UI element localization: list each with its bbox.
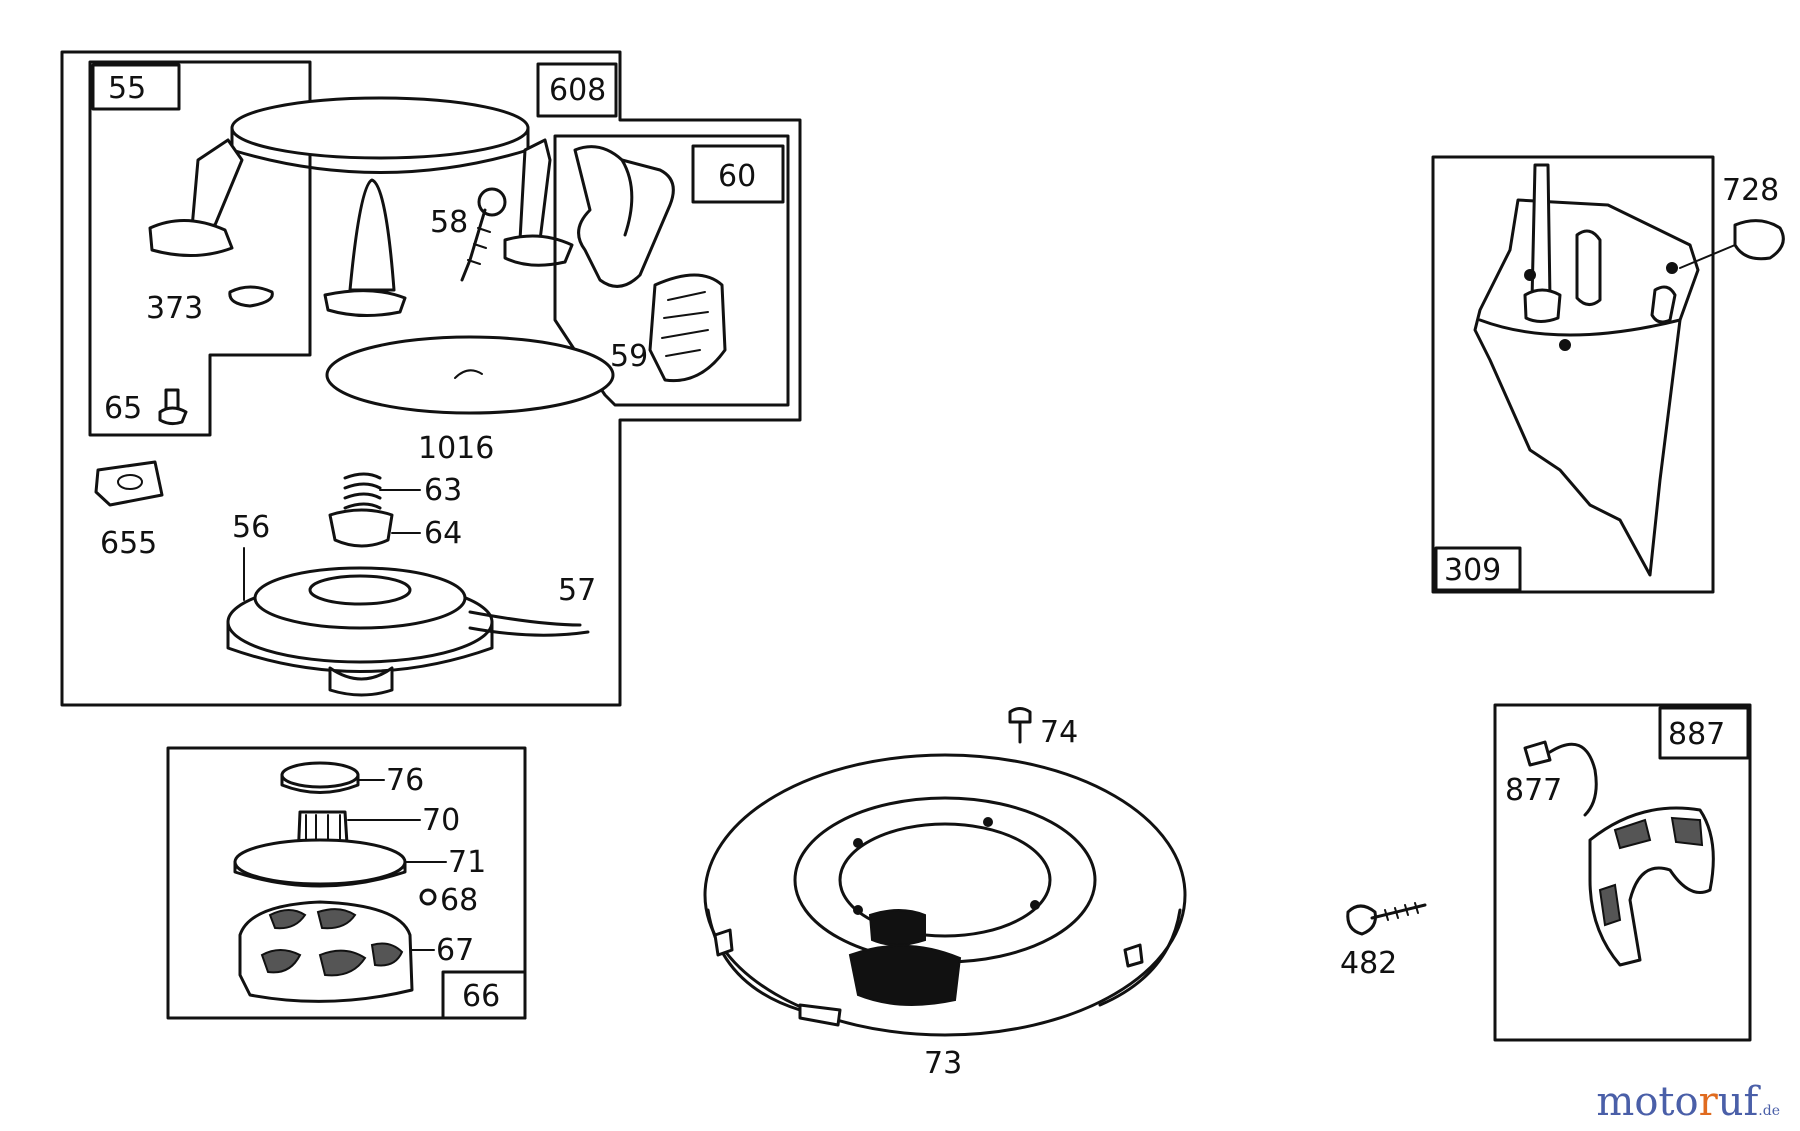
part-877-label: 877 [1505, 773, 1562, 808]
part-73-label: 73 [924, 1046, 962, 1081]
box-60-tag [691, 144, 785, 204]
part-70-label: 70 [422, 803, 460, 838]
part-59-label: 59 [610, 339, 648, 374]
ball-68 [419, 888, 437, 906]
box-309-outline [1431, 155, 1715, 594]
clip-728 [1679, 219, 1785, 269]
screw-482 [1346, 902, 1427, 936]
part-58-label: 58 [430, 205, 468, 240]
screen-73 [703, 753, 1187, 1037]
part-63-label: 63 [424, 473, 462, 508]
group-309: 309 [1431, 155, 1715, 594]
plate-71 [233, 838, 407, 888]
box-608-label: 608 [549, 73, 606, 108]
screw-74 [1008, 707, 1032, 744]
wire-877 [1523, 740, 1598, 817]
motoruf-watermark: motoruf.de [1596, 1079, 1780, 1125]
washer-76 [280, 761, 360, 794]
plate-1016 [325, 335, 615, 415]
part-56-label: 56 [232, 510, 270, 545]
box-608-tag [536, 62, 618, 118]
box-66-label: 66 [462, 979, 500, 1014]
box-55-label: 55 [108, 71, 146, 106]
spring-63 [343, 472, 382, 510]
box-608-outline [60, 50, 802, 707]
pulley-59 [648, 273, 727, 383]
part-728-label: 728 [1722, 173, 1779, 208]
blower-housing [148, 96, 574, 318]
baffle-309 [1473, 163, 1700, 577]
box-55-tag [91, 63, 181, 111]
box-887-label: 887 [1668, 717, 1725, 752]
part-482-label: 482 [1340, 946, 1397, 981]
part-373-label: 373 [146, 291, 203, 326]
box-309-tag [1434, 546, 1522, 592]
spring-58 [460, 187, 507, 282]
handle-60 [573, 145, 675, 288]
part-655-label: 655 [100, 526, 157, 561]
armature-887 [1588, 806, 1715, 967]
box-887-outline [1493, 703, 1752, 1042]
part-67-label: 67 [436, 933, 474, 968]
box-887-tag [1658, 706, 1750, 760]
group-608: 608 55 58 373 65 [60, 50, 802, 707]
part-64-label: 64 [424, 516, 462, 551]
part-71-label: 71 [448, 845, 486, 880]
part-76-label: 76 [386, 763, 424, 798]
gasket-655 [94, 460, 164, 507]
box-66-tag [441, 970, 527, 1020]
rope-57 [468, 610, 590, 637]
group-887: 887 [1493, 703, 1752, 1042]
pulley-56 [226, 566, 494, 697]
box-60-outline [553, 134, 790, 407]
clip-373 [228, 285, 274, 308]
part-65-label: 65 [104, 391, 142, 426]
box-309-label: 309 [1444, 553, 1501, 588]
part-74-label: 74 [1040, 715, 1078, 750]
box-66-outline [166, 746, 527, 1020]
box-60-label: 60 [718, 159, 756, 194]
part-57-label: 57 [558, 573, 596, 608]
part-1016-label: 1016 [418, 431, 494, 466]
part-68-label: 68 [440, 883, 478, 918]
group-66: 66 76 70 71 68 67 [166, 746, 527, 1020]
box-55-outline [88, 60, 312, 437]
screw-65 [158, 388, 188, 426]
housing-67 [238, 900, 414, 1003]
cup-64 [328, 508, 394, 548]
